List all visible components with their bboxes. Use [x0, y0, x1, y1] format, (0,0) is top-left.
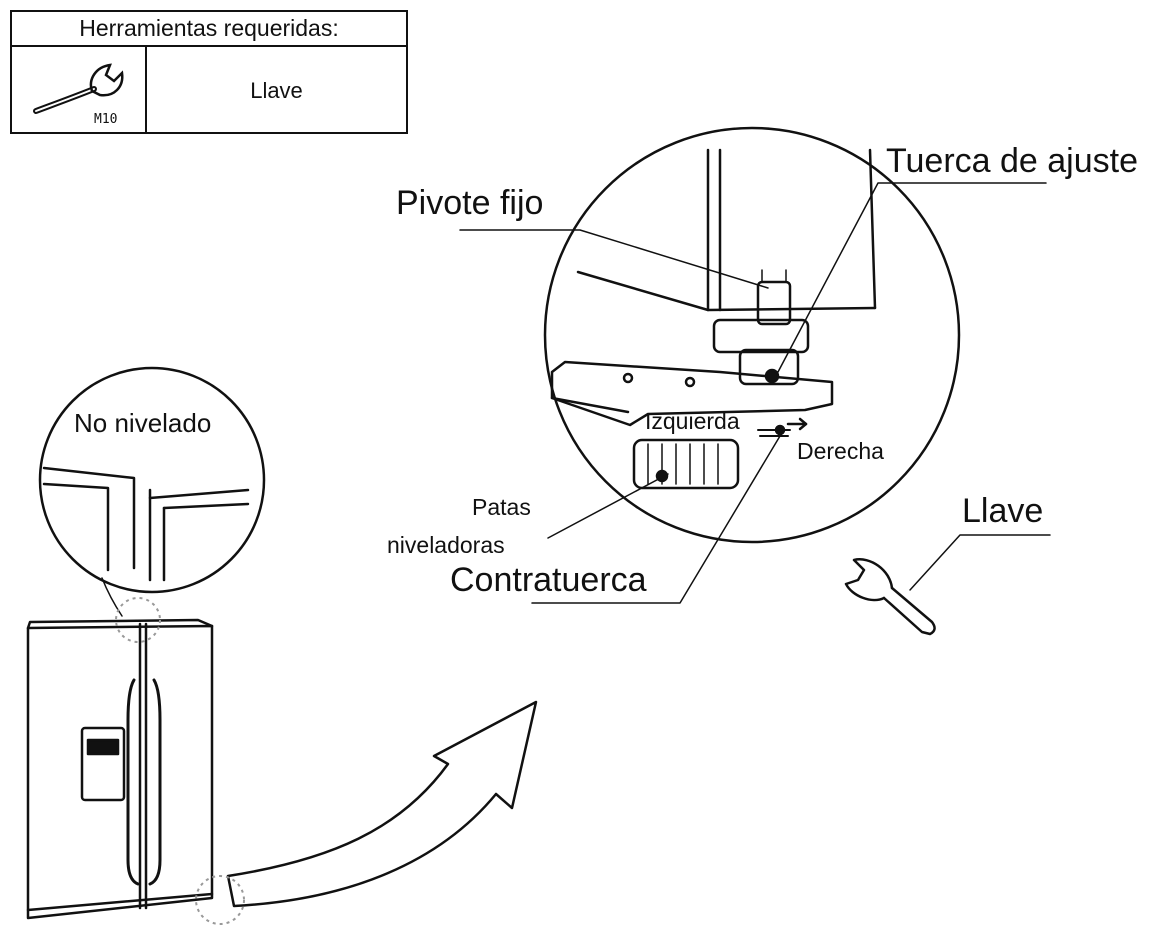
not-level-magnifier-circle	[38, 366, 266, 594]
zoom-arrow	[226, 700, 538, 908]
derecha-label: Derecha	[797, 438, 884, 464]
contratuerca-label: Contratuerca	[450, 561, 647, 599]
top-detail-marker	[115, 597, 161, 643]
pivote-fijo-leader	[459, 229, 769, 289]
tools-table-header: Herramientas requeridas:	[12, 12, 406, 47]
izquierda-label: Izquierda	[645, 408, 740, 434]
patas-niveladoras-leader	[547, 473, 669, 539]
wrench-illustration	[844, 558, 936, 636]
wrench-icon: M10	[33, 63, 124, 127]
patas-niveladoras-label-line2: niveladoras	[387, 532, 505, 558]
tuerca-de-ajuste-leader	[777, 182, 1047, 373]
tuerca-de-ajuste-label: Tuerca de ajuste	[886, 142, 1138, 180]
tool-name: Llave	[250, 77, 303, 103]
bottom-detail-marker	[195, 875, 245, 925]
tool-name-cell: Llave	[147, 47, 406, 134]
required-tools-table: Herramientas requeridas: M10 Llave	[10, 10, 408, 134]
tool-icon-cell: M10	[12, 47, 147, 134]
patas-niveladoras-label-line1: Patas	[472, 494, 531, 520]
tools-table-row: M10 Llave	[12, 47, 406, 134]
no-nivelado-label: No nivelado	[74, 408, 212, 438]
tool-size-label: M10	[94, 112, 117, 127]
pivote-fijo-label: Pivote fijo	[396, 184, 544, 222]
not-level-pointer	[101, 577, 123, 617]
refrigerator-illustration	[26, 618, 214, 920]
contratuerca-leader	[531, 435, 781, 604]
llave-label: Llave	[962, 492, 1044, 530]
detail-magnifier-circle	[543, 126, 961, 544]
llave-leader	[909, 534, 1051, 591]
